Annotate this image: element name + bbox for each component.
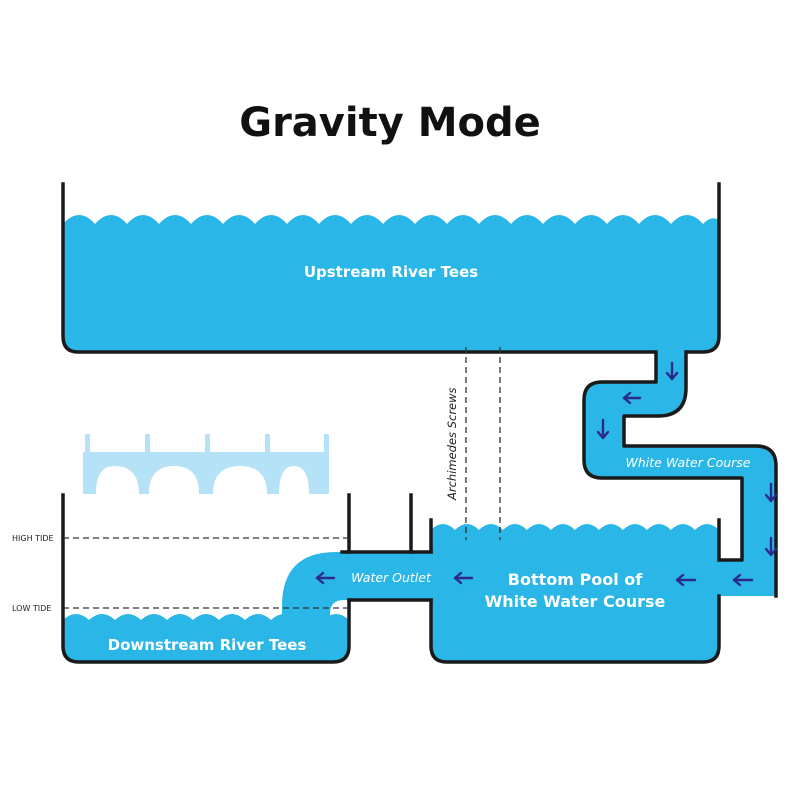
- bottom-pool-label-line1: Bottom Pool of: [508, 570, 643, 589]
- bottom-pool-water: [431, 524, 719, 662]
- arrow-left-icon: [622, 391, 642, 405]
- arrow-down-icon: [764, 536, 778, 557]
- flow-arrows: [315, 361, 778, 587]
- upstream-river-label: Upstream River Tees: [304, 263, 478, 281]
- low-tide-label: LOW TIDE: [12, 604, 51, 613]
- arrow-down-icon: [665, 361, 679, 381]
- water-outlet-pipe-wall: [340, 550, 433, 602]
- high-tide-label: HIGH TIDE: [12, 534, 54, 543]
- downstream-river-label: Downstream River Tees: [108, 636, 307, 654]
- arrow-left-icon: [675, 573, 697, 587]
- upstream-river-water: [63, 215, 719, 352]
- water-outlet-label: Water Outlet: [351, 570, 432, 585]
- archimedes-screws-label: Archimedes Screws: [445, 387, 459, 501]
- arrow-down-icon: [596, 418, 610, 440]
- arrow-left-icon: [453, 571, 474, 585]
- bottom-pool-label-line2: White Water Course: [485, 592, 666, 611]
- white-water-course-channel: [584, 350, 776, 596]
- arrow-left-icon: [732, 573, 754, 587]
- white-water-course-wall-outer: [622, 350, 778, 598]
- bottom-pool-wall: [429, 518, 721, 664]
- downstream-basin-wall: [61, 493, 351, 664]
- arrow-down-icon: [764, 482, 778, 503]
- water-outlet-pipe: [282, 552, 432, 626]
- diagram-title: Gravity Mode: [239, 100, 541, 146]
- bridge-icon: [83, 434, 329, 494]
- upstream-basin-wall: [61, 182, 721, 354]
- white-water-course-label: White Water Course: [626, 455, 751, 470]
- downstream-river-water: [63, 614, 349, 662]
- arrow-left-icon: [315, 571, 336, 585]
- white-water-course-wall-inner: [582, 350, 744, 562]
